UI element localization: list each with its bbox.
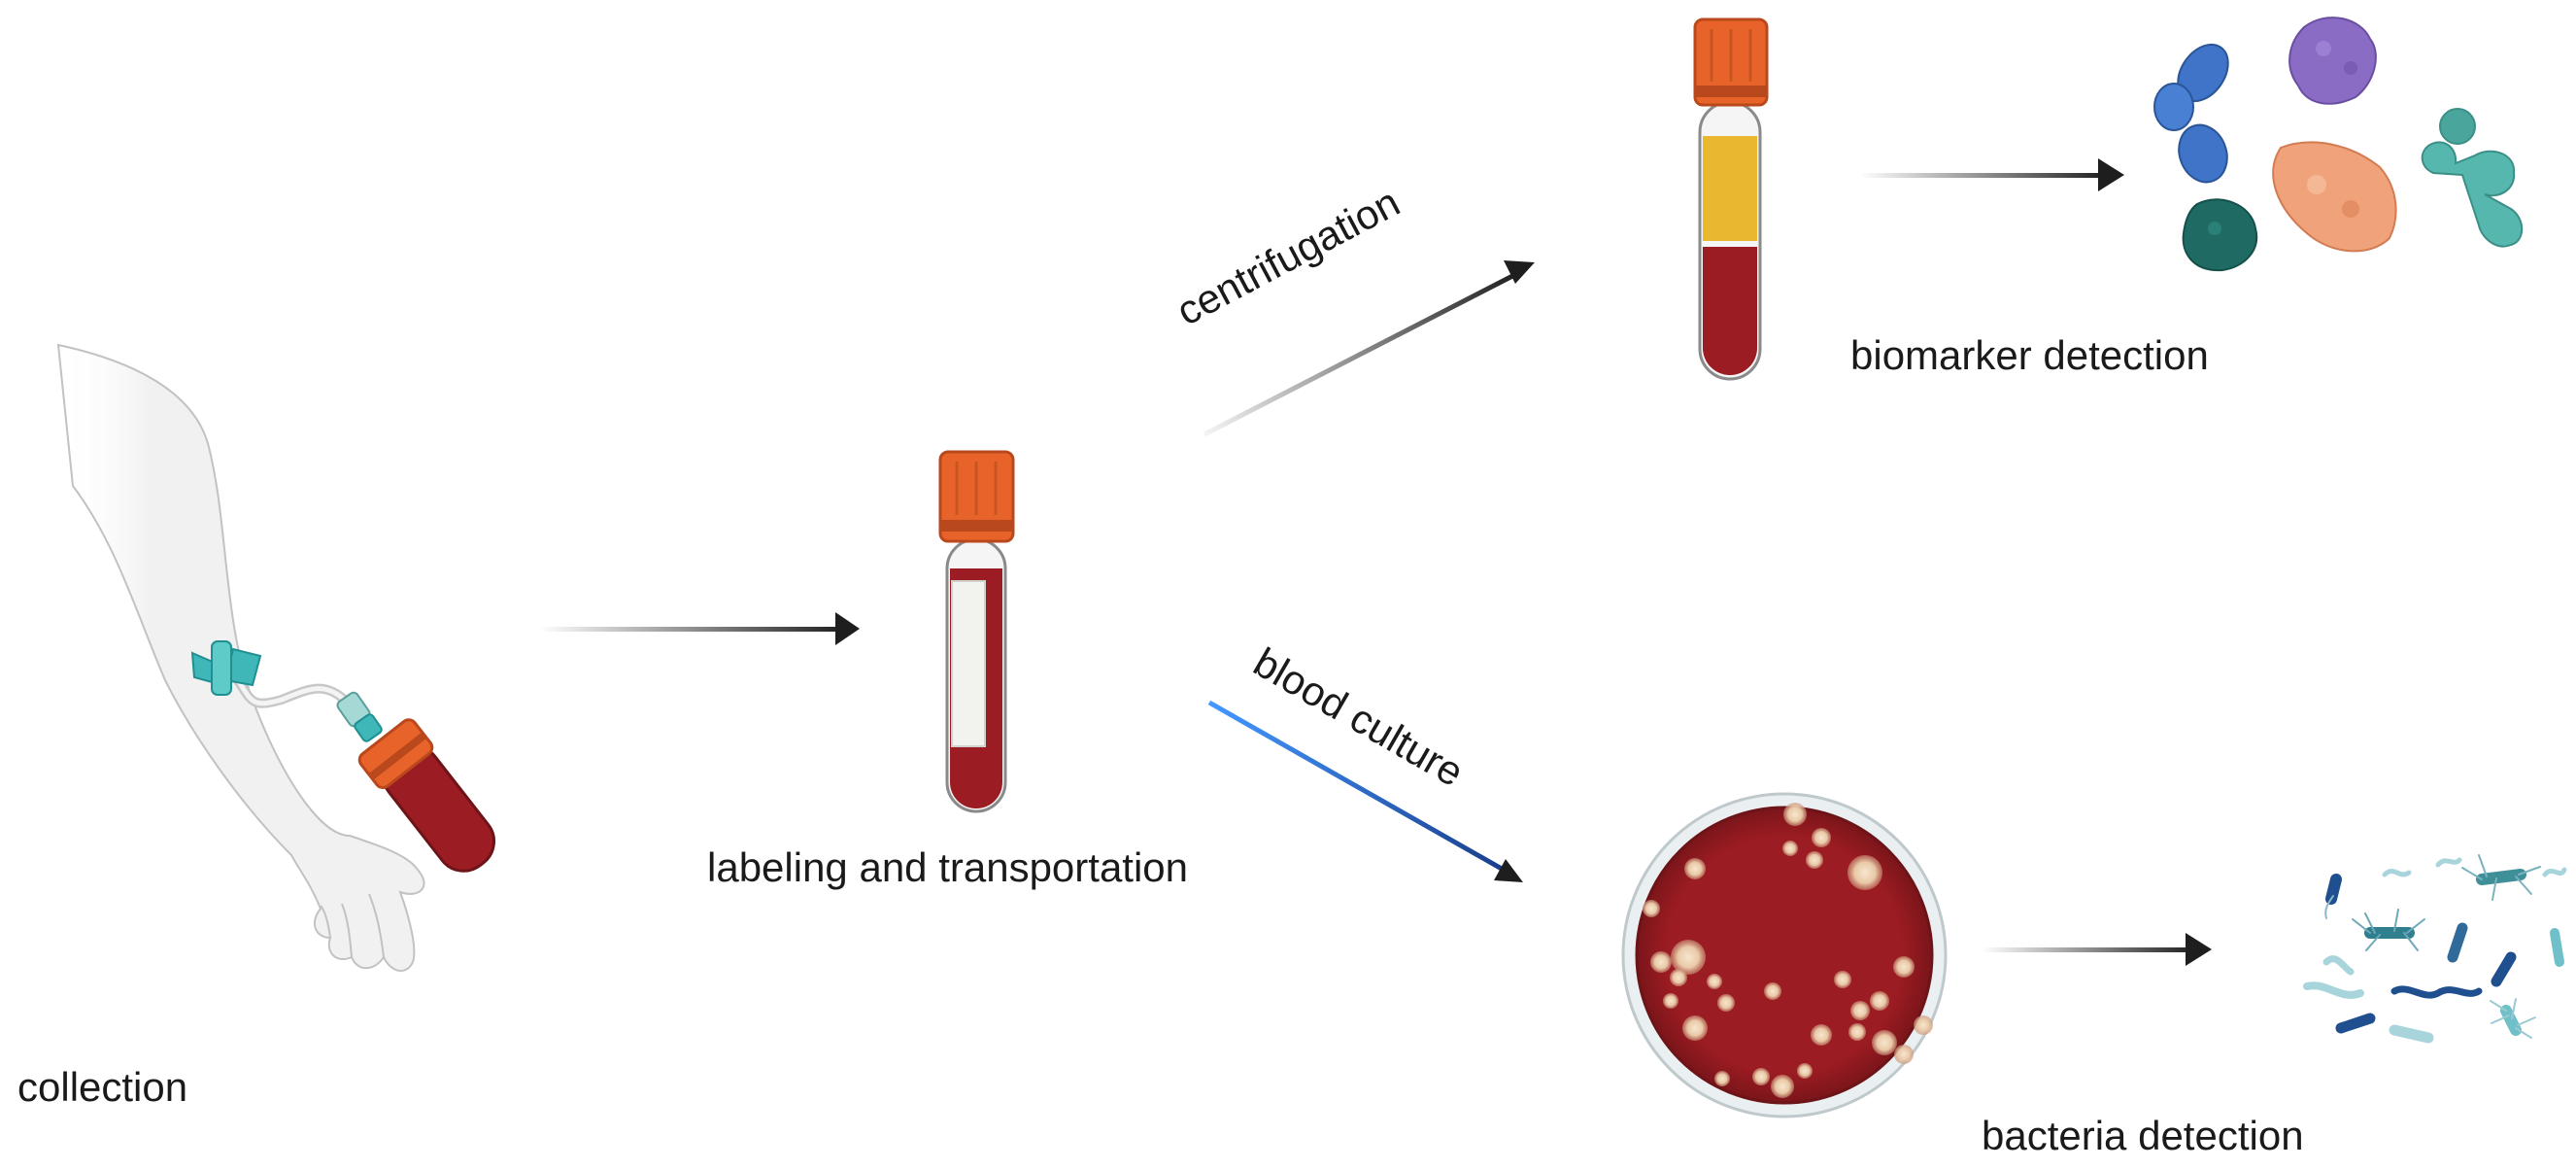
bacterial-colony — [1847, 855, 1882, 890]
bacterial-colony — [1684, 858, 1706, 879]
bacterial-colony — [1771, 1075, 1794, 1098]
bacterial-colony — [1764, 982, 1781, 1000]
bacterial-colony — [1872, 1030, 1897, 1055]
arm-icon — [56, 343, 425, 972]
arrow-blood-culture — [1207, 700, 1523, 882]
bacterial-colony — [1650, 951, 1672, 973]
petri-dish-icon — [1621, 792, 1948, 1118]
bacterial-colony — [1643, 900, 1660, 917]
bacterial-colony — [1811, 1024, 1832, 1046]
protein-biomarkers-icon — [2153, 17, 2524, 272]
label-labeling-and-transportation: labeling and transportation — [707, 844, 1189, 890]
arrow-to-biomarkers — [1860, 158, 2124, 191]
arrow-to-bacteria — [1982, 933, 2212, 966]
bacterial-colony — [1848, 1023, 1866, 1041]
label-bacteria-detection: bacteria detection — [1982, 1113, 2304, 1158]
arrow-collection-to-tube — [539, 612, 860, 645]
blood-tube-icon — [938, 450, 1015, 813]
centrifuged-tube-icon — [1693, 17, 1769, 381]
bacterial-colony — [1682, 1015, 1708, 1041]
bacteria-icon — [2303, 854, 2567, 1044]
arrow-centrifugation — [1203, 260, 1535, 437]
bacterial-colony — [1893, 956, 1915, 978]
bacterial-colony — [1707, 974, 1722, 989]
bacterial-colony — [1717, 994, 1735, 1012]
bacterial-colony — [1797, 1063, 1813, 1079]
label-collection: collection — [17, 1064, 188, 1110]
bacterial-colony — [1752, 1068, 1770, 1085]
bacterial-colony — [1834, 971, 1851, 988]
bacterial-colony — [1663, 993, 1678, 1009]
bacterial-colony — [1812, 828, 1831, 847]
label-biomarker-detection: biomarker detection — [1850, 332, 2209, 378]
butterfly-needle-icon — [190, 640, 383, 742]
bacterial-colony — [1671, 940, 1706, 975]
bacterial-colony — [1806, 851, 1823, 869]
bacterial-colony — [1914, 1015, 1933, 1035]
collection-tube-icon — [357, 718, 496, 873]
bacterial-colony — [1894, 1045, 1914, 1064]
bacterial-colony — [1870, 991, 1889, 1011]
bacterial-colony — [1783, 803, 1807, 826]
bacterial-colony — [1782, 841, 1798, 856]
bacterial-colony — [1850, 1001, 1870, 1020]
bacterial-colony — [1670, 969, 1687, 986]
bacterial-colony — [1714, 1071, 1730, 1086]
